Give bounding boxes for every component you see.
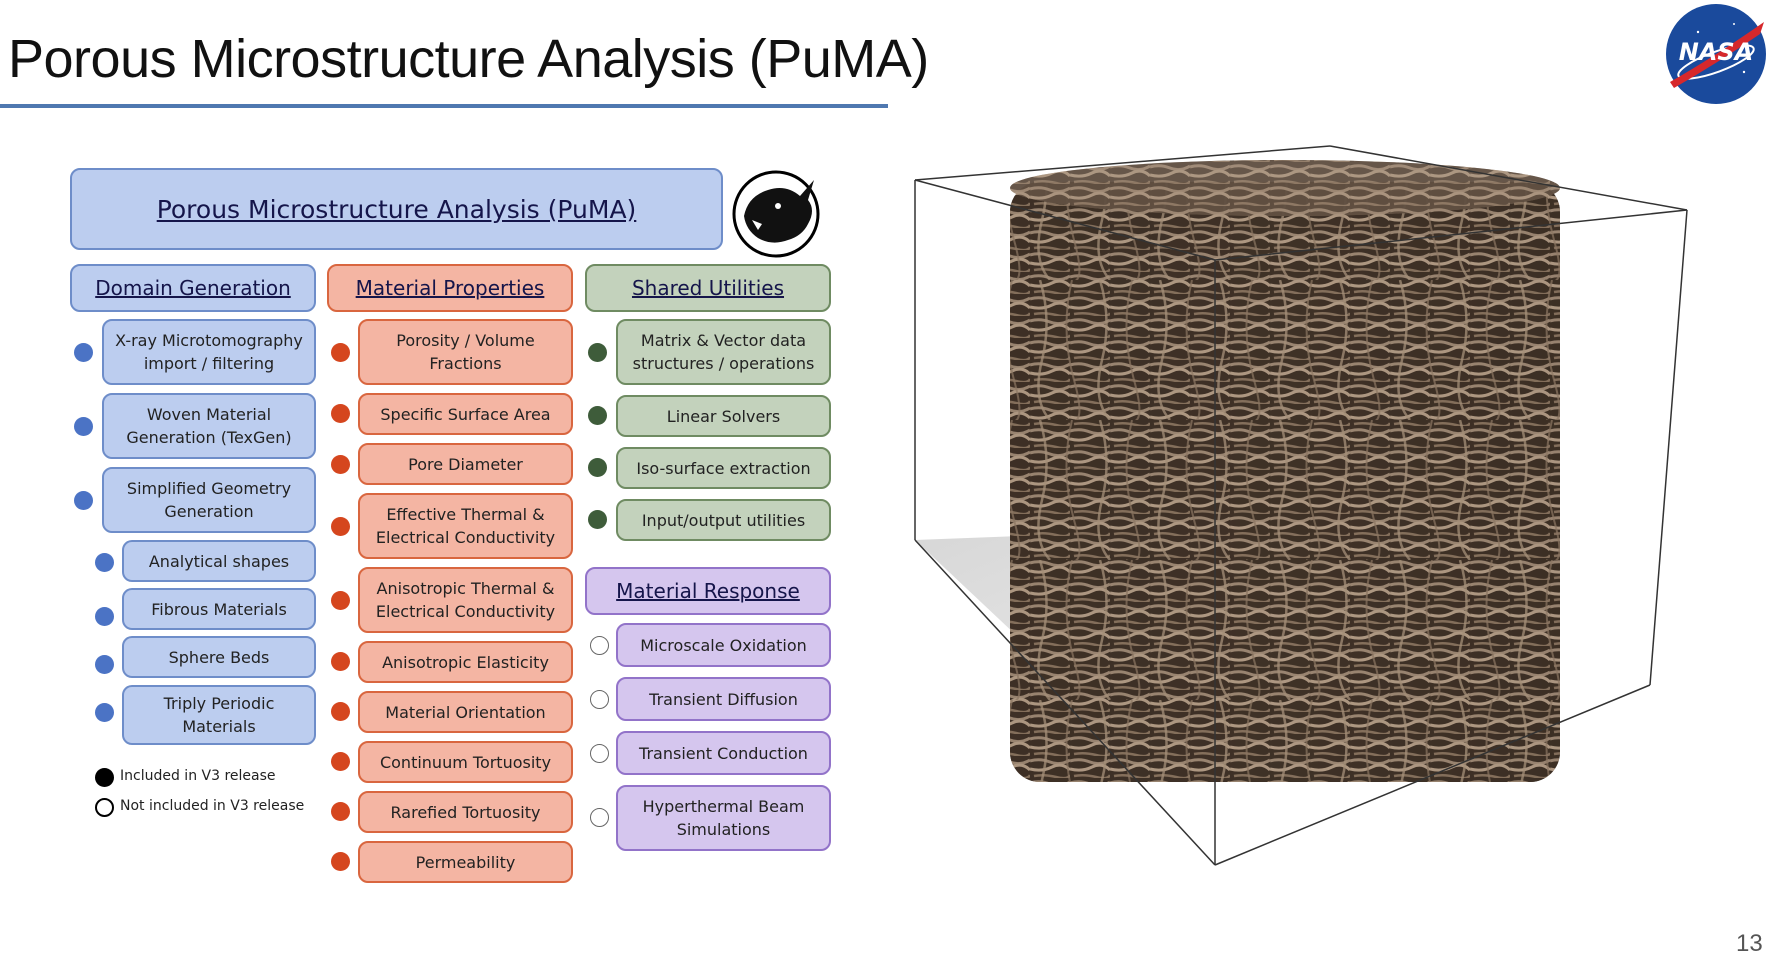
item-pore-diameter: Pore Diameter	[358, 443, 573, 485]
status-dot	[95, 703, 114, 722]
status-dot	[588, 343, 607, 362]
item-continuum-tortuosity: Continuum Tortuosity	[358, 741, 573, 783]
item-rarefied-tortuosity: Rarefied Tortuosity	[358, 791, 573, 833]
status-dot-empty	[590, 744, 609, 763]
status-dot	[74, 491, 93, 510]
status-dot-empty	[590, 690, 609, 709]
item-linear-solvers: Linear Solvers	[616, 395, 831, 437]
subitem-fibrous-materials: Fibrous Materials	[122, 588, 316, 630]
status-dot	[331, 652, 350, 671]
header-material-response: Material Response	[585, 567, 831, 615]
puma-root-node: Porous Microstructure Analysis (PuMA)	[70, 168, 723, 250]
status-dot	[95, 655, 114, 674]
status-dot	[331, 517, 350, 536]
status-dot	[331, 852, 350, 871]
item-permeability: Permeability	[358, 841, 573, 883]
fiber-microstructure-render	[914, 145, 1688, 866]
item-transient-diffusion: Transient Diffusion	[616, 677, 831, 721]
item-woven-material: Woven Material Generation (TexGen)	[102, 393, 316, 459]
item-hyperthermal-beam: Hyperthermal Beam Simulations	[616, 785, 831, 851]
legend-filled-dot	[95, 768, 114, 787]
item-anisotropic-conductivity: Anisotropic Thermal & Electrical Conduct…	[358, 567, 573, 633]
item-specific-surface-area: Specific Surface Area	[358, 393, 573, 435]
status-dot-empty	[590, 808, 609, 827]
title-underline	[0, 104, 888, 108]
item-simplified-geometry: Simplified Geometry Generation	[102, 467, 316, 533]
status-dot	[588, 406, 607, 425]
item-anisotropic-elasticity: Anisotropic Elasticity	[358, 641, 573, 683]
item-microscale-oxidation: Microscale Oxidation	[616, 623, 831, 667]
nasa-logo: NASA	[1666, 4, 1766, 104]
item-io-utilities: Input/output utilities	[616, 499, 831, 541]
header-domain-generation: Domain Generation	[70, 264, 316, 312]
legend-included-label: Included in V3 release	[120, 768, 276, 784]
item-porosity: Porosity / Volume Fractions	[358, 319, 573, 385]
status-dot	[95, 607, 114, 626]
status-dot-empty	[590, 636, 609, 655]
status-dot	[331, 343, 350, 362]
subitem-triply-periodic: Triply Periodic Materials	[122, 685, 316, 745]
panther-logo	[732, 170, 820, 258]
status-dot	[588, 510, 607, 529]
status-dot	[74, 417, 93, 436]
status-dot	[331, 591, 350, 610]
legend-empty-dot	[95, 798, 114, 817]
status-dot	[95, 553, 114, 572]
item-transient-conduction: Transient Conduction	[616, 731, 831, 775]
header-shared-utilities: Shared Utilities	[585, 264, 831, 312]
nasa-logo-text: NASA	[1679, 38, 1754, 66]
header-material-properties: Material Properties	[327, 264, 573, 312]
item-xray-microtomography: X-ray Microtomography import / filtering	[102, 319, 316, 385]
status-dot	[74, 343, 93, 362]
subitem-analytical-shapes: Analytical shapes	[122, 540, 316, 582]
item-effective-conductivity: Effective Thermal & Electrical Conductiv…	[358, 493, 573, 559]
item-iso-surface: Iso-surface extraction	[616, 447, 831, 489]
slide-title: Porous Microstructure Analysis (PuMA)	[8, 29, 929, 89]
status-dot	[588, 458, 607, 477]
status-dot	[331, 802, 350, 821]
status-dot	[331, 752, 350, 771]
status-dot	[331, 702, 350, 721]
page-number: 13	[1736, 930, 1763, 957]
status-dot	[331, 455, 350, 474]
status-dot	[331, 404, 350, 423]
legend-not-included-label: Not included in V3 release	[120, 798, 305, 814]
subitem-sphere-beds: Sphere Beds	[122, 636, 316, 678]
item-matrix-vector: Matrix & Vector data structures / operat…	[616, 319, 831, 385]
item-material-orientation: Material Orientation	[358, 691, 573, 733]
